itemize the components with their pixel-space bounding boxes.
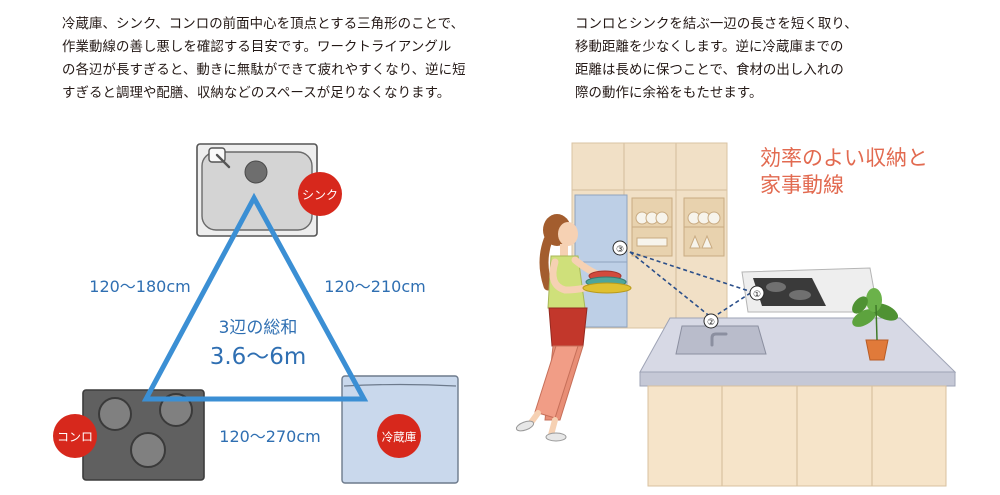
intro-left-line: すぎると調理や配膳、収納などのスペースが足りなくなります。: [62, 86, 451, 101]
kitchen-headline: 効率のよい収納と 家事動線: [760, 145, 928, 199]
marker-3-label: ③: [616, 245, 624, 255]
intro-paragraph-right: コンロとシンクを結ぶ一辺の長さを短く取り、 移動距離を少なくします。逆に冷蔵庫ま…: [575, 13, 858, 105]
total-value: 3.6〜6m: [210, 344, 307, 370]
island-sink: [675, 325, 767, 355]
island-counter: [639, 317, 957, 487]
headline-line: 家事動線: [760, 173, 844, 197]
sink-label: シンク: [302, 188, 338, 202]
fridge-badge: 冷蔵庫: [377, 414, 421, 458]
woman-figure: [515, 214, 632, 442]
stove-unit: [82, 389, 205, 481]
intro-right-line: 距離は長めに保つことで、食材の出し入れの: [575, 63, 844, 78]
dish-shelf-left: [631, 197, 673, 257]
marker-1: ①: [749, 285, 765, 301]
intro-paragraph-left: 冷蔵庫、シンク、コンロの前面中心を頂点とする三角形のことで、 作業動線の善し悪し…: [62, 13, 466, 105]
fridge-label: 冷蔵庫: [382, 430, 417, 444]
sink-badge: シンク: [298, 172, 342, 216]
dish-shelf-right: [683, 197, 725, 257]
intro-right-line: 際の動作に余裕をもたせます。: [575, 86, 763, 101]
marker-2: ②: [703, 313, 719, 329]
intro-right-line: 移動距離を少なくします。逆に冷蔵庫までの: [575, 40, 844, 55]
total-caption: 3辺の総和: [219, 318, 298, 338]
headline-line: 効率のよい収納と: [760, 146, 928, 170]
intro-left-line: 作業動線の善し悪しを確認する目安です。ワークトライアングル: [62, 40, 452, 55]
cooktop: [741, 267, 879, 313]
marker-2-label: ②: [707, 318, 715, 328]
movement-paths: [629, 251, 753, 319]
sink-unit: [196, 143, 318, 237]
marker-1-label: ①: [753, 290, 761, 300]
intro-right-line: コンロとシンクを結ぶ一辺の長さを短く取り、: [575, 17, 858, 32]
refrigerator: [574, 194, 628, 328]
work-triangle: [141, 192, 369, 402]
marker-3: ③: [612, 240, 628, 256]
side-length-right: 120〜210cm: [324, 277, 425, 296]
intro-left-line: 冷蔵庫、シンク、コンロの前面中心を頂点とする三角形のことで、: [62, 17, 465, 32]
stove-label: コンロ: [57, 430, 93, 444]
tall-cabinets: [571, 142, 728, 329]
side-length-bottom: 120〜270cm: [219, 427, 320, 446]
stove-badge: コンロ: [53, 414, 97, 458]
intro-left-line: の各辺が長すぎると、動きに無駄ができて疲れやすくなり、逆に短: [62, 63, 466, 78]
potted-plant: [852, 288, 899, 361]
side-length-left: 120〜180cm: [89, 277, 190, 296]
work-triangle-diagram: シンク コンロ 冷蔵庫 120〜180cm 120〜210cm 120〜270c…: [53, 143, 459, 484]
